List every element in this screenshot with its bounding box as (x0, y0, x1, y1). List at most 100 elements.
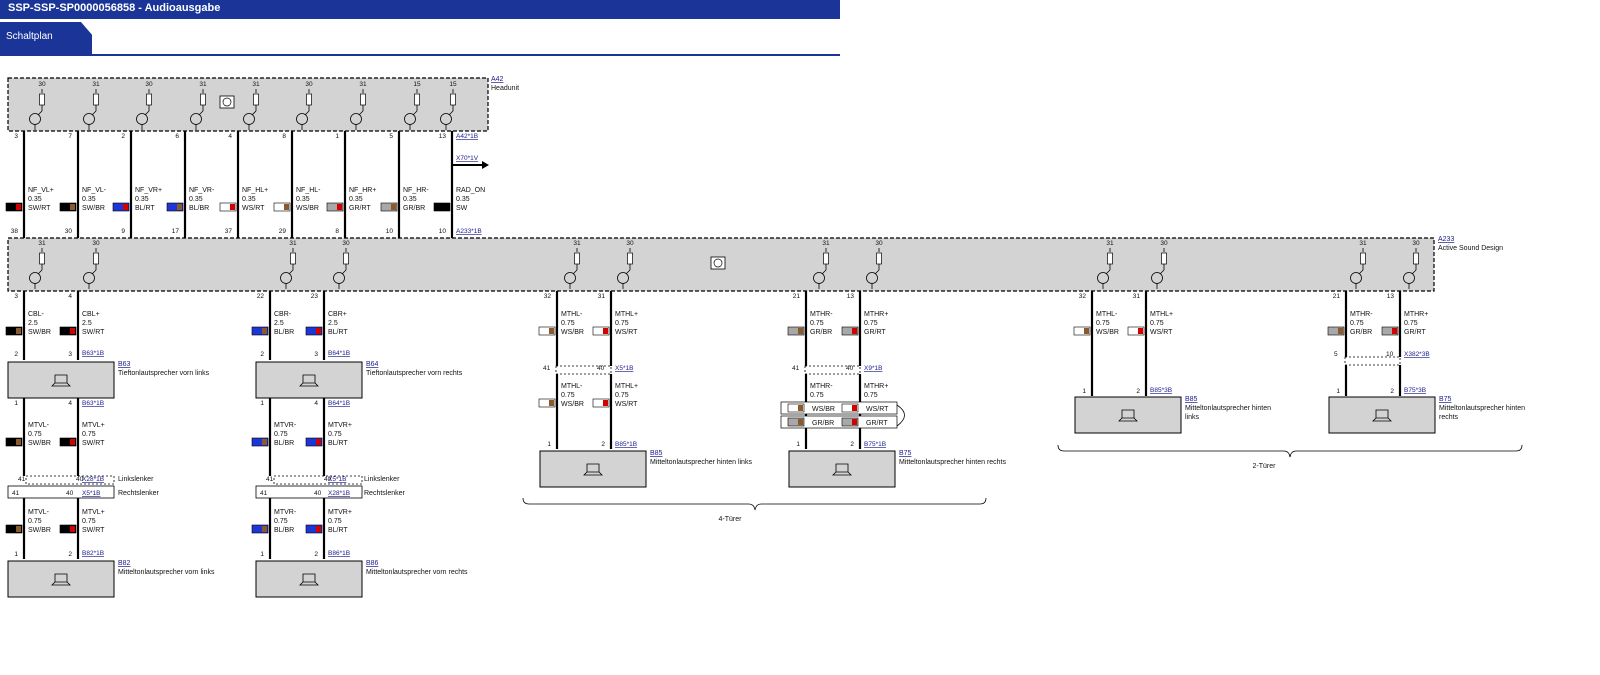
wire-pin-number: 3 (314, 351, 318, 358)
internal-pin-number: 30 (38, 81, 46, 88)
wire-pin-number: 3 (68, 351, 72, 358)
audio-icon (222, 97, 232, 107)
internal-pin-number: 15 (449, 81, 457, 88)
window-title: SSP-SSP-SP0000056858 - Audioausgabe (0, 0, 840, 19)
component-id-link[interactable]: B85 (650, 450, 663, 457)
headunit-box (7, 77, 489, 132)
wire-signal-label: MTHR- (810, 383, 833, 390)
resistor-symbol (450, 93, 456, 106)
wire-pin-number: 31 (1133, 293, 1141, 300)
resistor-symbol (39, 252, 45, 265)
tab-schaltplan[interactable]: Schaltplan (0, 22, 92, 54)
component-name: Mitteltonlautsprecher vorn rechts (366, 569, 468, 576)
wire-pin-number: 1 (335, 133, 339, 140)
wire-size-label: 0.35 (135, 196, 149, 203)
headunit-id-link[interactable]: A42 (491, 76, 504, 83)
internal-lead (1411, 269, 1417, 275)
wire-size-label: 0.75 (1096, 320, 1110, 327)
connector-link[interactable]: B85*3B (1150, 387, 1172, 394)
component-id-link[interactable]: B82 (118, 560, 131, 567)
wire-color-label: BL/BR (274, 440, 294, 447)
connector-link[interactable]: B64*1B (328, 400, 350, 407)
x70-connector-link[interactable]: X70*1V (456, 155, 479, 162)
connector-link[interactable]: X28*1B (82, 476, 104, 483)
connector-link[interactable]: B63*1B (82, 350, 104, 357)
asd-id-link[interactable]: A233 (1438, 236, 1454, 243)
wire-size-label: 0.75 (28, 431, 42, 438)
component-id-link[interactable]: B75 (1439, 396, 1452, 403)
connector-link[interactable]: X382*3B (1404, 351, 1430, 358)
wire-color-stripe (852, 419, 857, 425)
wire-color-stripe (262, 439, 267, 445)
wire-size-label: 0.75 (864, 320, 878, 327)
wire-size-label: 0.75 (561, 392, 575, 399)
wire-pin-number: 1 (260, 400, 264, 407)
internal-pin-number: 31 (822, 240, 830, 247)
wire-color-label: WS/RT (615, 401, 638, 408)
wire-color-label: WS/BR (812, 406, 835, 413)
connector-link[interactable]: X5*1B (328, 476, 346, 483)
wire-pin-number: 3 (14, 133, 18, 140)
wire-color-label: SW/RT (82, 527, 105, 534)
internal-pin-number: 30 (92, 240, 100, 247)
resistor-symbol (414, 93, 420, 106)
wire-size-label: 0.75 (864, 392, 878, 399)
wire-color-stripe (852, 405, 857, 411)
internal-lead (448, 110, 454, 116)
wire-color-stripe (1392, 328, 1397, 334)
wire-pin-number: 2 (260, 351, 264, 358)
asd-top-connector-link[interactable]: A233*1B (456, 228, 482, 235)
wire-pin-number: 38 (11, 228, 19, 235)
wire-pin-number: 2 (850, 441, 854, 448)
headunit-connector-link[interactable]: A42*1B (456, 133, 478, 140)
internal-lead (1159, 269, 1165, 275)
rechtslenker-label: Rechtslenker (364, 490, 406, 497)
component-id-link[interactable]: B64 (366, 361, 379, 368)
connector-link[interactable]: B75*1B (864, 441, 886, 448)
wire-color-label: SW (456, 205, 468, 212)
asd-name: Active Sound Design (1438, 245, 1503, 252)
internal-pin-number: 31 (38, 240, 46, 247)
component-id-link[interactable]: B85 (1185, 396, 1198, 403)
connector-link[interactable]: B64*1B (328, 350, 350, 357)
component-id-link[interactable]: B86 (366, 560, 379, 567)
wire-color-swatch (251, 524, 269, 534)
component-id-link[interactable]: B75 (899, 450, 912, 457)
wire-color-swatch (592, 326, 610, 336)
resistor-symbol (93, 252, 99, 265)
wire-signal-label: CBL+ (82, 311, 100, 318)
wire-color-stripe (798, 419, 803, 425)
wire-size-label: 0.35 (189, 196, 203, 203)
audio-icon (710, 256, 726, 270)
wire-color-stripe (16, 526, 21, 532)
component-id-link[interactable]: B63 (118, 361, 131, 368)
connector-link[interactable]: B86*1B (328, 550, 350, 557)
wire-color-swatch (841, 417, 859, 427)
wire-pin-number: 41 (260, 490, 268, 497)
wire-color-stripe (262, 328, 267, 334)
speaker-box (255, 560, 363, 598)
wire-size-label: 2.5 (328, 320, 338, 327)
wire-color-label: BL/BR (274, 527, 294, 534)
connector-link[interactable]: B82*1B (82, 550, 104, 557)
connector-link[interactable]: X5*1B (82, 490, 100, 497)
wire-color-label: SW/RT (28, 205, 51, 212)
wire-pin-number: 6 (175, 133, 179, 140)
resistor-symbol (1161, 252, 1167, 265)
speaker-box (255, 361, 363, 399)
wire-color-stripe (798, 405, 803, 411)
connector-link[interactable]: X9*1B (864, 365, 882, 372)
connector-link[interactable]: B75*3B (1404, 387, 1426, 394)
connector-link[interactable]: B85*1B (615, 441, 637, 448)
wire-color-swatch (5, 437, 23, 447)
resistor-symbol (823, 252, 829, 265)
connector-link[interactable]: B63*1B (82, 400, 104, 407)
wire-signal-label: MTHR- (810, 311, 833, 318)
connector-link[interactable]: X5*1B (615, 365, 633, 372)
connector-link[interactable]: X28*1B (328, 490, 350, 497)
wire-pin-number: 1 (260, 551, 264, 558)
wire-color-stripe (852, 328, 857, 334)
internal-lead (1105, 269, 1111, 275)
wire-color-swatch (219, 202, 237, 212)
alt-color-row (780, 401, 898, 415)
